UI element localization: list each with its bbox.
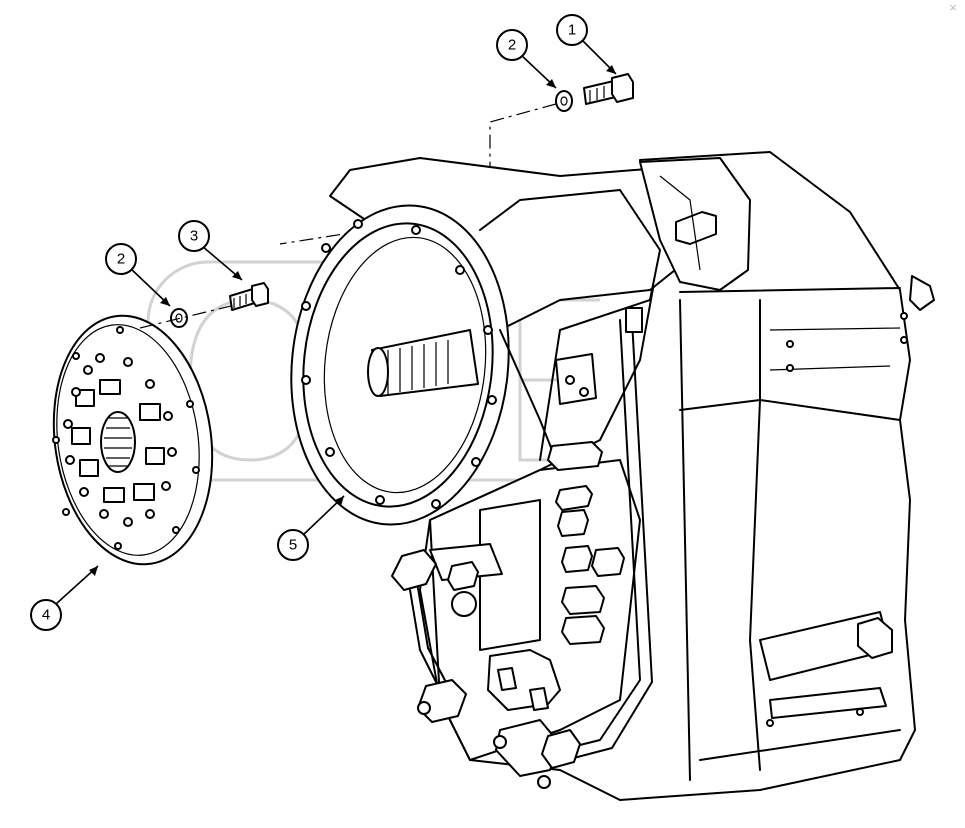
close-icon[interactable]: ×	[949, 0, 957, 15]
bolt-upper	[583, 73, 634, 105]
callout-4-label: 4	[42, 607, 50, 624]
callout-2-lower: 2	[105, 243, 171, 307]
callout-2-lower-label: 2	[117, 251, 125, 268]
centerline-lower	[139, 304, 236, 329]
callout-1-label: 1	[568, 22, 576, 39]
callout-5: 5	[277, 495, 345, 561]
bolt-lower	[229, 282, 269, 311]
callout-2-upper: 2	[496, 29, 557, 89]
callout-3: 3	[178, 220, 243, 281]
callout-1: 1	[556, 14, 617, 75]
damper-disc	[52, 314, 214, 566]
callout-2-upper-label: 2	[508, 37, 516, 54]
transmission-housing	[290, 151, 935, 801]
washer-upper	[555, 90, 573, 112]
callout-5-label: 5	[289, 537, 297, 554]
callout-3-label: 3	[190, 228, 198, 245]
callout-4: 4	[30, 565, 99, 631]
